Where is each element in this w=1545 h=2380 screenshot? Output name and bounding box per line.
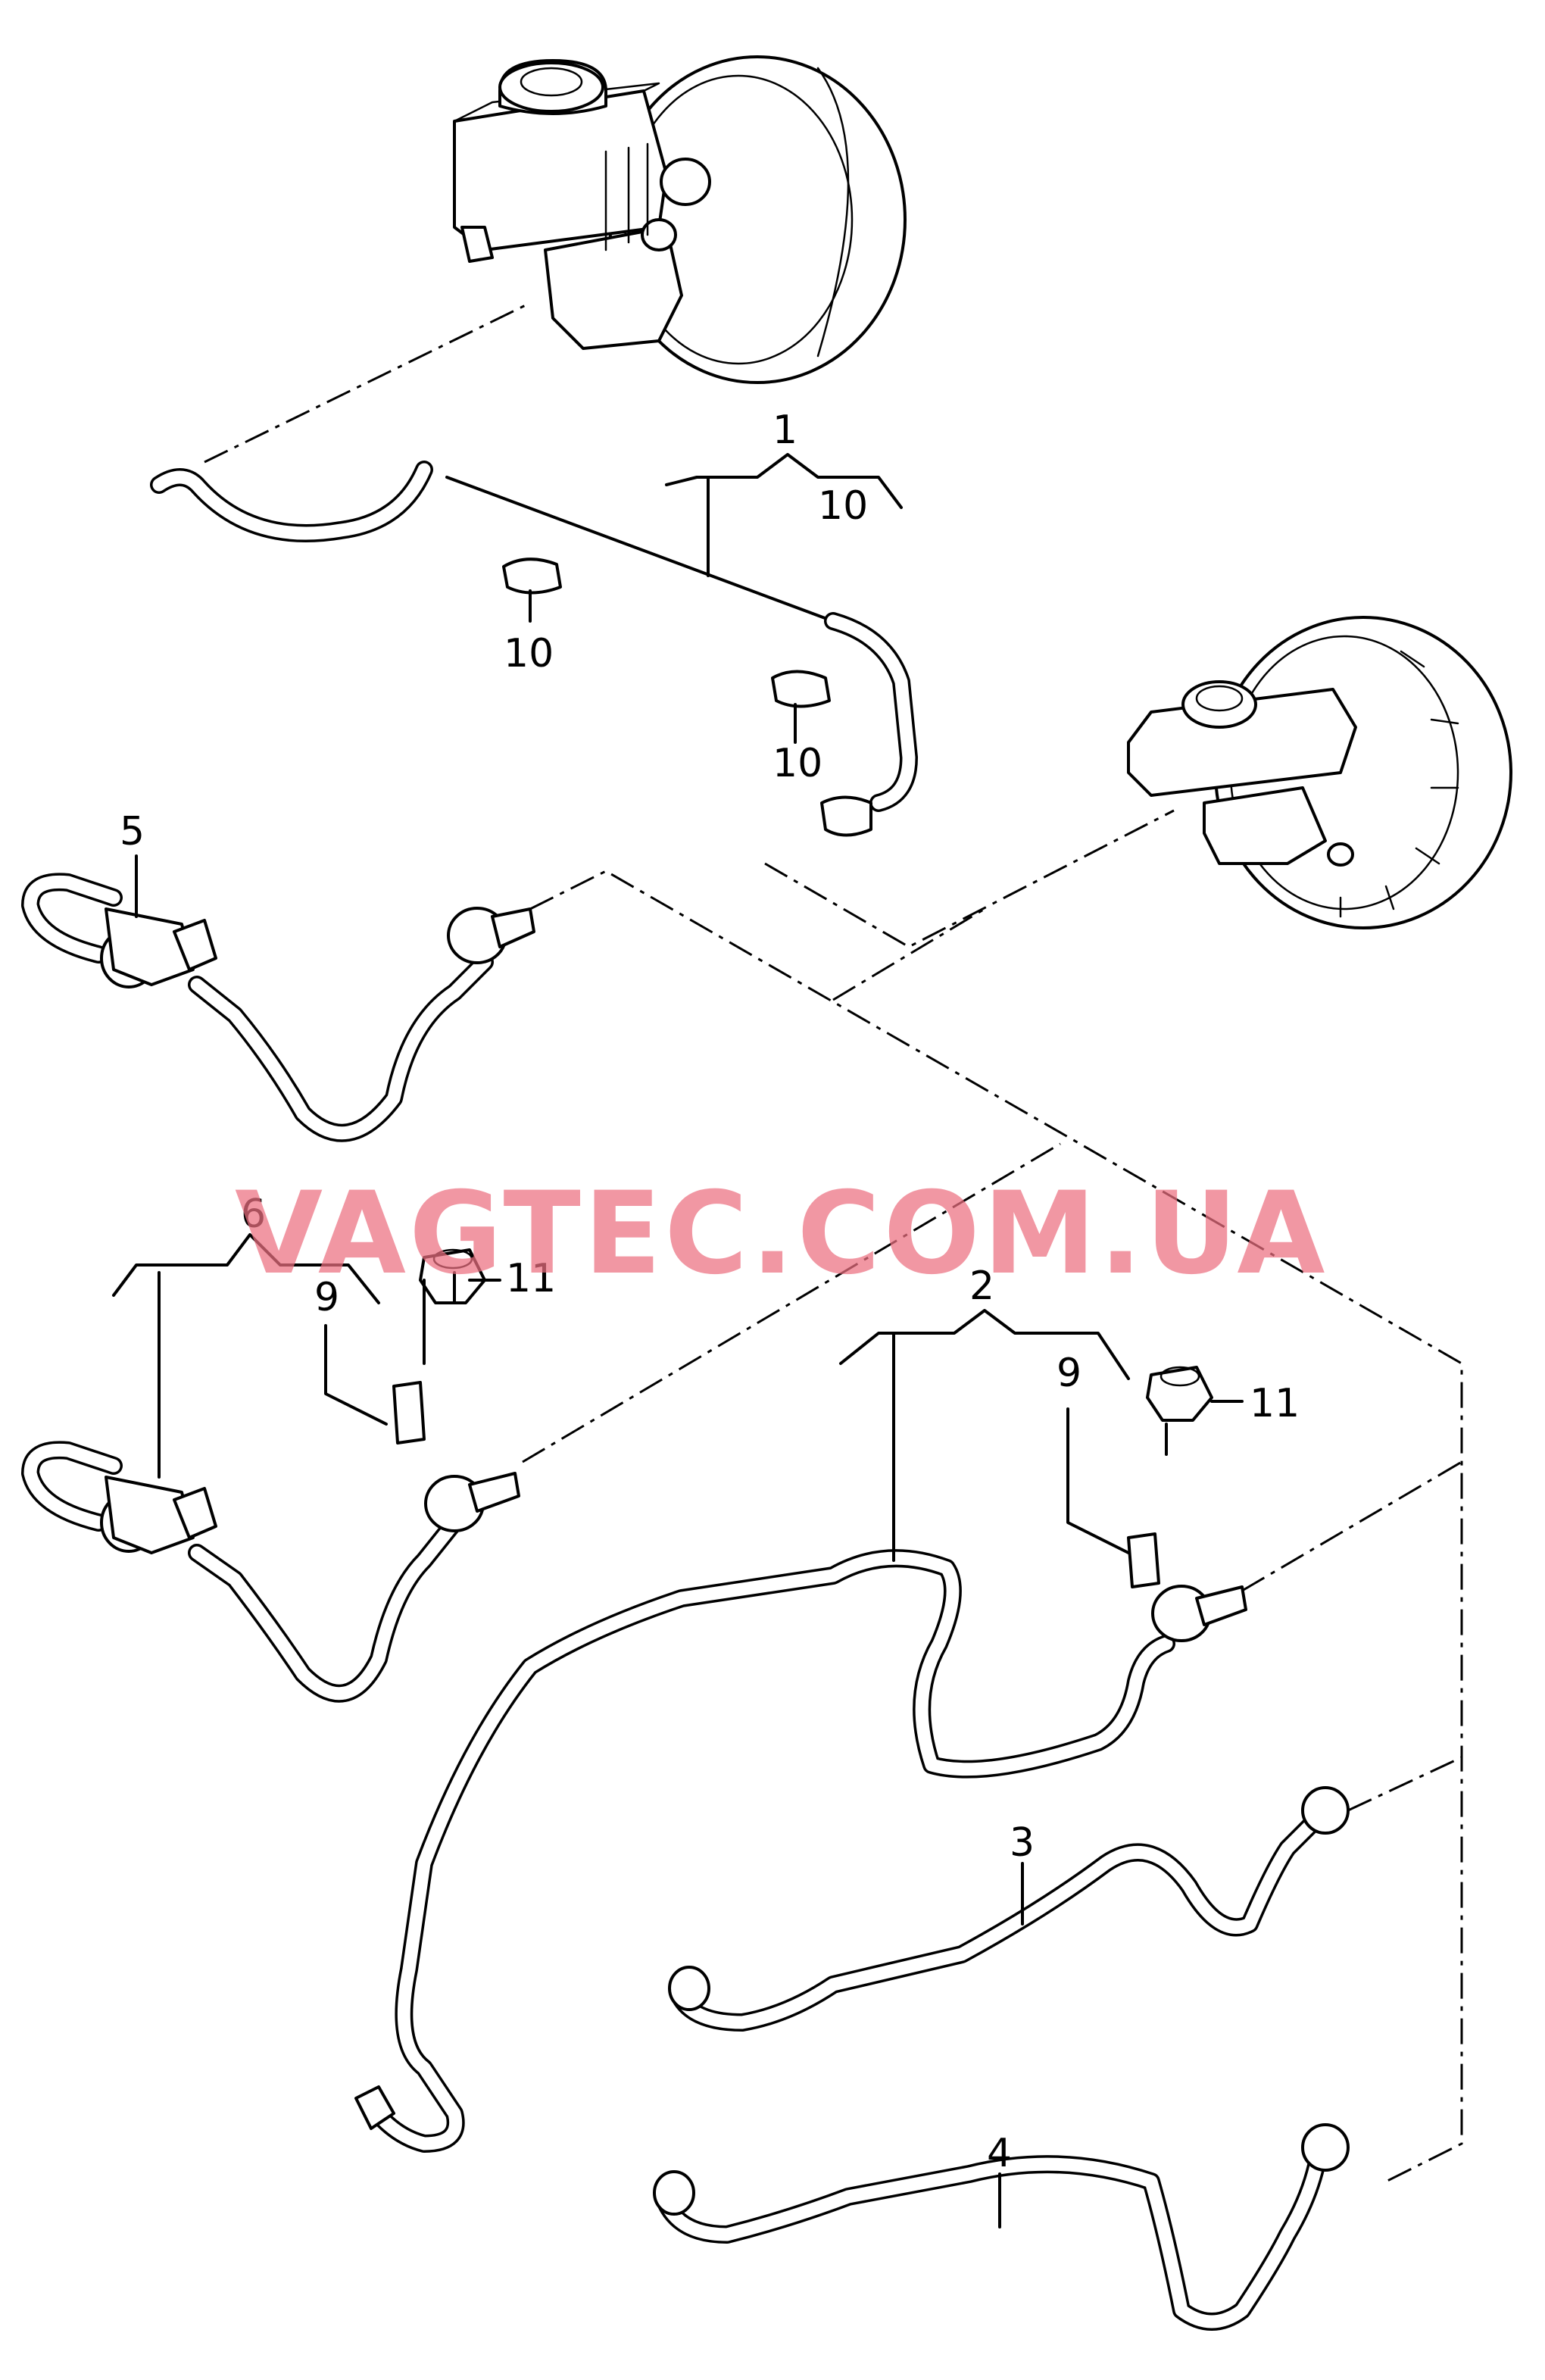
brake-hose-4 bbox=[653, 2123, 1350, 2331]
brake-line-2 bbox=[354, 1366, 1247, 2153]
callout-10-left: 10 bbox=[504, 631, 554, 676]
callout-6: 6 bbox=[241, 1192, 266, 1237]
brake-line-1 bbox=[150, 461, 918, 837]
watermark: VAGTEC.COM.UA bbox=[235, 1168, 1328, 1300]
callout-9-left: 9 bbox=[314, 1275, 339, 1320]
brake-hose-5 bbox=[21, 873, 535, 1142]
callout-labels: 1 10 10 10 5 6 9 11 2 9 11 3 4 bbox=[120, 408, 1300, 2176]
callout-3: 3 bbox=[1010, 1820, 1035, 1866]
callout-4: 4 bbox=[987, 2131, 1012, 2176]
brake-booster-right bbox=[1127, 616, 1512, 929]
callout-10-right: 10 bbox=[772, 741, 822, 786]
brake-hose-6 bbox=[21, 1248, 520, 1703]
callout-5: 5 bbox=[120, 809, 145, 854]
brake-hose-3 bbox=[668, 1786, 1350, 2032]
callout-9-right: 9 bbox=[1057, 1351, 1082, 1396]
callout-2: 2 bbox=[969, 1263, 994, 1309]
brake-booster-top bbox=[453, 55, 907, 384]
callout-1: 1 bbox=[772, 408, 797, 453]
callout-11-left: 11 bbox=[506, 1256, 556, 1301]
reference-lines bbox=[204, 301, 1463, 2183]
callout-10-top: 10 bbox=[818, 483, 868, 529]
leader-lines bbox=[112, 453, 1244, 2229]
callout-11-right: 11 bbox=[1250, 1381, 1300, 1426]
